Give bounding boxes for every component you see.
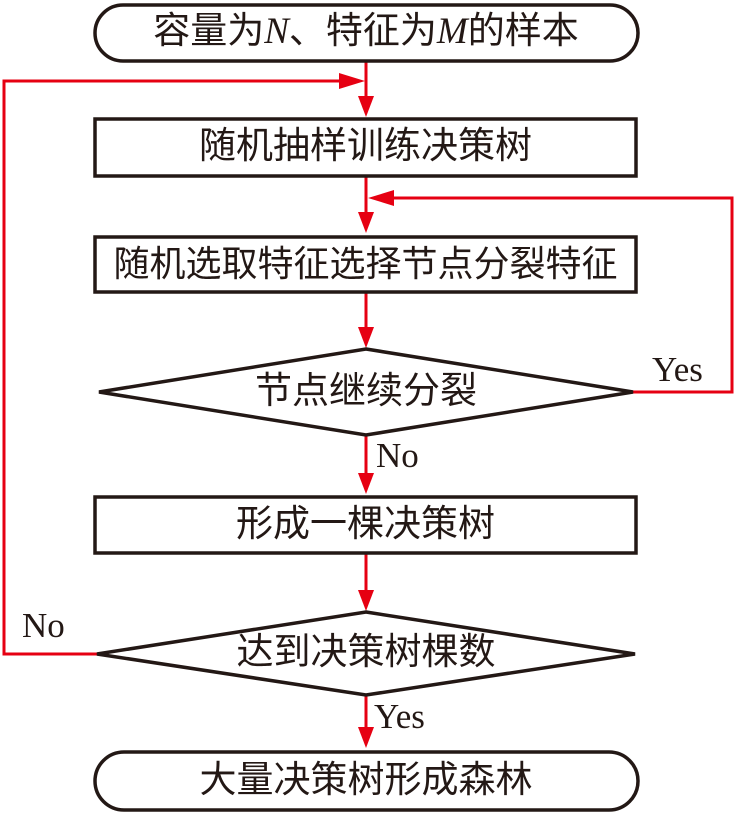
split-decision-shape [98, 347, 634, 437]
arrowhead-down-count [358, 590, 374, 611]
split-decision-label: 节点继续分裂 [255, 370, 477, 412]
count-decision-shape [96, 610, 636, 697]
arrowhead-down-feature [358, 212, 374, 233]
start-label-var-n: N [264, 11, 289, 53]
arrowhead-down-end [358, 727, 374, 748]
start-label-part2: 、特征为 [288, 11, 437, 53]
count-no-label: No [22, 606, 65, 645]
start-label-var-m: M [436, 11, 468, 53]
end-node-label: 大量决策树形成森林 [199, 759, 533, 801]
feature-process-shape [93, 235, 638, 294]
arrowhead-right-no-loop [339, 73, 365, 89]
arrowhead-left-yes-loop [368, 190, 394, 206]
arrowhead-down-tree [358, 473, 374, 494]
feature-node-label: 随机选取特征选择节点分裂特征 [113, 243, 618, 284]
train-node-label: 随机抽样训练决策树 [199, 126, 532, 168]
count-yes-label: Yes [374, 697, 425, 736]
count-decision-label: 达到决策树棵数 [236, 632, 496, 674]
start-label-part1: 容量为 [153, 11, 265, 53]
split-yes-label: Yes [652, 350, 703, 389]
start-label-part3: 的样本 [467, 11, 579, 53]
start-terminator-shape [93, 3, 640, 63]
edge-yes-loop-right [393, 196, 734, 394]
train-process-shape [93, 117, 638, 178]
arrowhead-down-train [358, 96, 374, 117]
tree-node-label: 形成一棵决策树 [236, 503, 495, 545]
end-terminator-shape [93, 750, 640, 812]
split-no-label: No [376, 436, 419, 475]
arrowhead-down-split [358, 327, 374, 348]
tree-process-shape [93, 495, 638, 555]
edge-no-loop-left [2, 79, 341, 656]
